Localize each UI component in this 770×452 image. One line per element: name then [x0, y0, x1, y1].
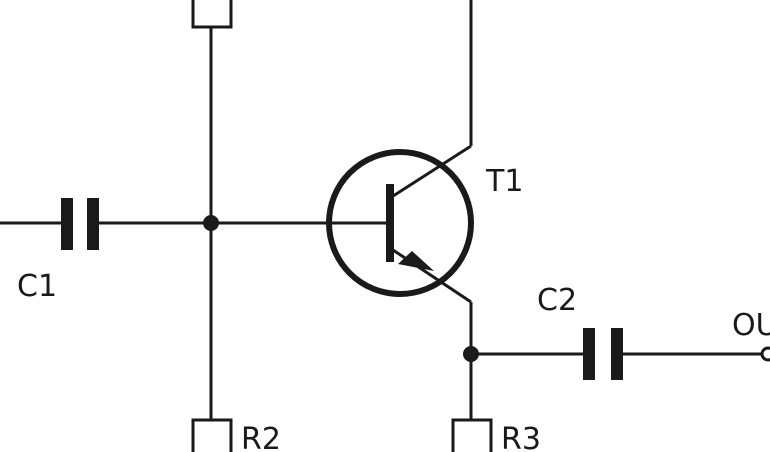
capacitor-c2-plate-left	[583, 328, 595, 380]
capacitor-c1	[61, 198, 99, 250]
transistor-base-bar	[386, 184, 394, 262]
output-terminal	[760, 346, 770, 362]
resistor-r2	[191, 418, 233, 452]
junction-dot-base	[203, 215, 219, 231]
transistor-collector-lead	[389, 144, 472, 200]
label-c1: C1	[17, 269, 57, 304]
resistor-r1	[191, 0, 233, 29]
capacitor-c1-plate-left	[61, 198, 73, 250]
wires	[0, 0, 762, 420]
label-r2: R2	[241, 422, 281, 452]
label-output: OUT	[732, 308, 770, 343]
capacitor-c2	[583, 328, 623, 380]
resistor-r3	[451, 418, 493, 452]
junction-dot-emitter	[463, 346, 479, 362]
transistor-emitter-lead	[389, 246, 472, 304]
transistor-envelope	[326, 149, 474, 297]
capacitor-c1-plate-right	[87, 198, 99, 250]
transistor-t1	[326, 144, 474, 304]
label-r3: R3	[501, 422, 541, 452]
emitter-arrow-icon	[398, 251, 434, 271]
capacitor-c2-plate-right	[611, 328, 623, 380]
label-c2: C2	[537, 283, 577, 318]
label-t1: T1	[485, 164, 523, 199]
